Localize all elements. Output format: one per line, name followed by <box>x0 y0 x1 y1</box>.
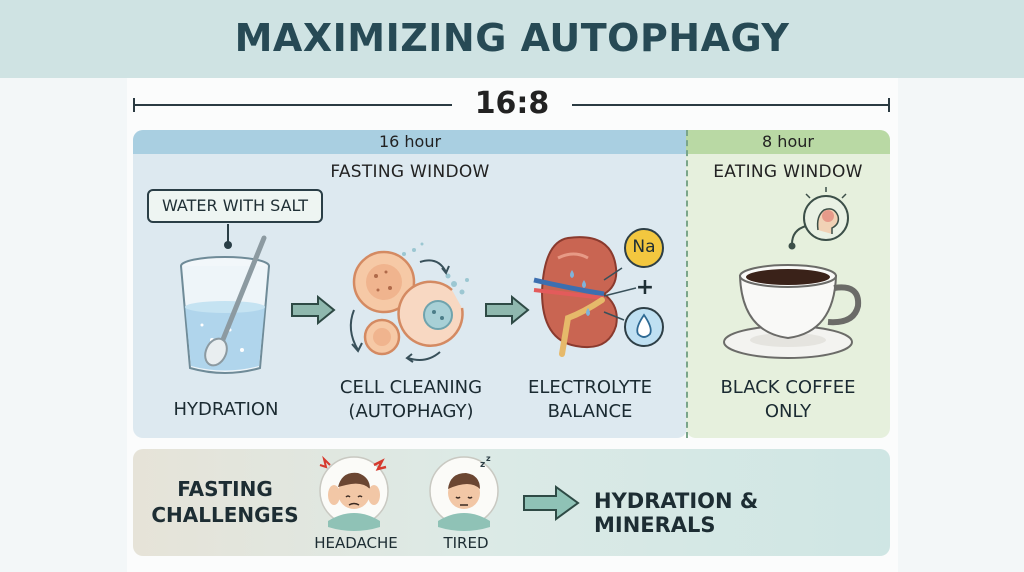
arrow-right-icon <box>485 294 530 326</box>
eating-window-label: EATING WINDOW <box>713 162 863 182</box>
window-divider <box>686 130 688 438</box>
water-with-salt-callout: WATER WITH SALT <box>147 189 323 223</box>
timeline-end-tick <box>888 98 890 112</box>
arrow-right-icon <box>523 485 580 521</box>
hydration-minerals-label: HYDRATION & MINERALS <box>594 489 759 537</box>
arrow-right-icon <box>291 294 336 326</box>
challenges-title-line1: FASTING <box>177 477 273 501</box>
hydration-label: HYDRATION <box>173 399 279 420</box>
fasting-window-label: FASTING WINDOW <box>330 162 490 182</box>
page-title: MAXIMIZING AUTOPHAGY <box>234 16 790 60</box>
cell-cleaning-label: CELL CLEANING <box>339 377 483 398</box>
coffee-only-label: ONLY <box>764 401 812 422</box>
title-band <box>0 0 1024 78</box>
svg-text:z: z <box>480 460 485 470</box>
coffee-cup-icon <box>723 264 862 359</box>
ratio-label: 16:8 <box>452 86 572 121</box>
kidney-icon <box>533 236 637 357</box>
plus-symbol: + <box>635 275 655 300</box>
timeline-start-tick <box>133 98 135 112</box>
headache-label: HEADACHE <box>314 534 398 552</box>
challenges-panel <box>133 449 890 556</box>
fasting-duration-label: 16 hour <box>378 132 442 151</box>
water-glass-icon <box>180 235 270 374</box>
tired-face-icon: z z <box>429 454 499 531</box>
headache-face-icon <box>319 455 389 531</box>
sodium-symbol: Na <box>632 237 656 257</box>
water-drop-icon <box>624 307 664 347</box>
fasting-duration-bar <box>133 130 687 154</box>
electrolyte-label: ELECTROLYTE <box>527 377 652 398</box>
balance-label: BALANCE <box>547 401 633 422</box>
svg-text:z: z <box>486 454 491 463</box>
sodium-circle-icon <box>624 228 664 268</box>
challenges-title-line2: CHALLENGES <box>151 503 299 527</box>
cell-cleaning-icon <box>349 242 469 363</box>
black-coffee-label: BLACK COFFEE <box>720 377 856 398</box>
eating-duration-label: 8 hour <box>762 132 814 151</box>
autophagy-label: (AUTOPHAGY) <box>348 401 474 422</box>
tired-label: TIRED <box>443 534 489 552</box>
brain-icon <box>788 187 849 250</box>
eating-duration-bar <box>686 130 890 154</box>
